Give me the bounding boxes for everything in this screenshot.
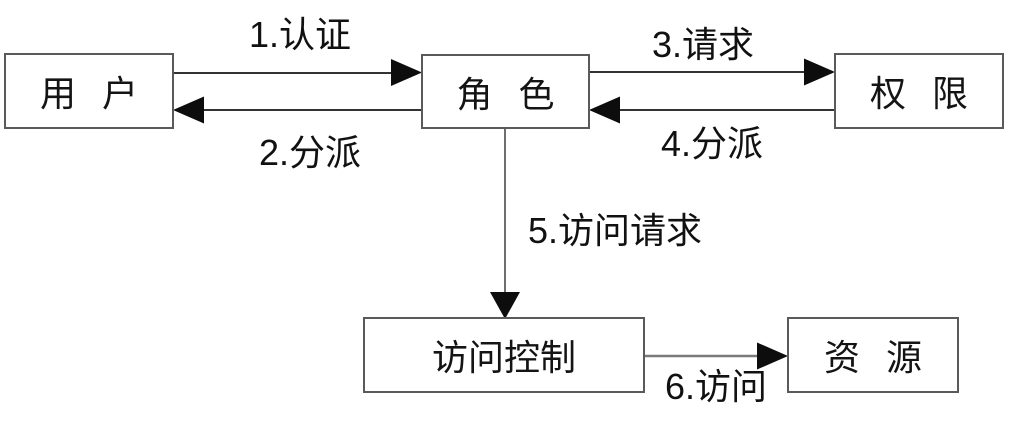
arrow-access-request <box>490 129 520 319</box>
edge-label-assign-to-role: 4.分派 <box>660 123 764 164</box>
arrow-authenticate <box>174 59 422 86</box>
node-user: 用 户 <box>4 53 174 129</box>
arrowhead-left-icon <box>589 96 620 124</box>
arrow-assign-to-role <box>589 96 834 124</box>
node-access-control: 访问控制 <box>363 317 645 393</box>
arrowhead-down-icon <box>490 292 520 319</box>
edge-label-assign-to-user: 2.分派 <box>258 132 362 173</box>
edge-label-access: 6.访问 <box>664 366 768 407</box>
node-role: 角 色 <box>421 54 590 129</box>
arrowhead-right-icon <box>391 59 422 86</box>
edge-label-access-request: 5.访问请求 <box>527 210 703 251</box>
node-resource: 资 源 <box>787 317 959 393</box>
edge-label-request: 3.请求 <box>651 24 755 65</box>
arrowhead-left-icon <box>173 96 204 124</box>
arrow-assign-to-user <box>173 96 421 124</box>
node-permission: 权 限 <box>834 53 1004 129</box>
arrow-request <box>590 58 835 86</box>
edge-label-authenticate: 1.认证 <box>248 14 352 55</box>
arrow-access <box>645 342 788 370</box>
arrowhead-right-icon <box>757 342 788 370</box>
arrowhead-right-icon <box>804 58 835 86</box>
